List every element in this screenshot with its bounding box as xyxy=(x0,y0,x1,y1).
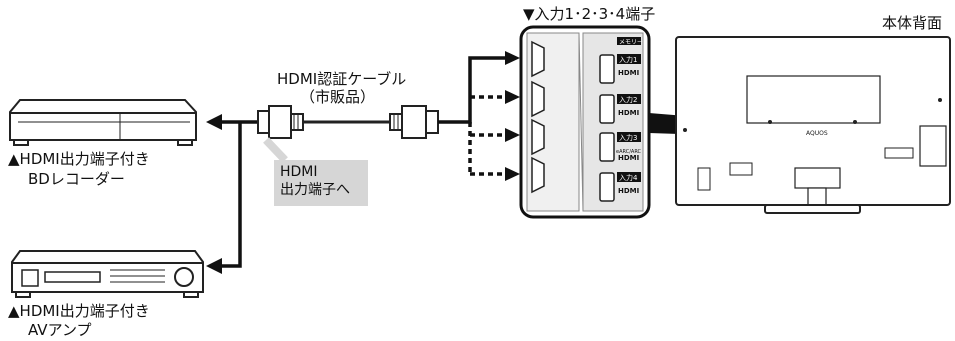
hdmi-output-line2: 出力端子へ xyxy=(280,182,350,198)
arrow-to-av-amp xyxy=(206,258,222,274)
port-tags xyxy=(617,54,641,182)
input-wires xyxy=(438,56,505,176)
port1-label: 入力1 xyxy=(619,55,637,64)
av-amp-label-line1: ▲HDMI出力端子付き xyxy=(8,302,150,320)
hdmi-cable-illustration xyxy=(257,105,439,139)
tv-back-illustration xyxy=(675,36,951,214)
cable-title: HDMI認証ケーブル xyxy=(277,70,407,88)
callout-pointer xyxy=(263,137,288,163)
arrow-to-input3 xyxy=(505,128,520,142)
arrow-to-input1 xyxy=(505,51,520,65)
tv-brand-logo: AQUOS xyxy=(806,130,828,137)
bd-recorder-label-line1: ▲HDMI出力端子付き xyxy=(8,150,150,168)
arrow-to-input4 xyxy=(505,167,520,181)
input-ports-label: ▼入力1･2･3･4端子 xyxy=(523,5,656,23)
port3-hdmi-logo: HDMI xyxy=(618,154,639,162)
av-amp-label-line2: AVアンプ xyxy=(28,321,92,339)
port2-hdmi-logo: HDMI xyxy=(618,109,639,117)
bd-recorder-illustration xyxy=(9,99,197,146)
port3-label: 入力3 xyxy=(619,133,637,142)
arrow-to-bd-recorder xyxy=(206,114,222,130)
side-port-slots xyxy=(531,40,545,194)
output-wires xyxy=(222,120,262,268)
port1-hdmi-logo: HDMI xyxy=(618,69,639,77)
arrow-to-input2 xyxy=(505,90,520,104)
hdmi-output-callout xyxy=(274,160,368,206)
av-amplifier-illustration xyxy=(11,250,204,298)
port4-label: 入力4 xyxy=(619,173,638,182)
tv-back-label: 本体背面 xyxy=(882,14,943,32)
hdmi-output-line1: HDMI xyxy=(280,164,318,180)
port2-label: 入力2 xyxy=(619,95,637,104)
panel-top-label: メモリー xyxy=(619,39,643,46)
bd-recorder-label-line2: BDレコーダー xyxy=(28,170,125,188)
cable-subtitle: （市販品） xyxy=(300,88,376,106)
port4-hdmi-logo: HDMI xyxy=(618,187,639,195)
port3-note: eARC/ARC xyxy=(616,149,642,155)
front-port-slots xyxy=(599,54,615,202)
